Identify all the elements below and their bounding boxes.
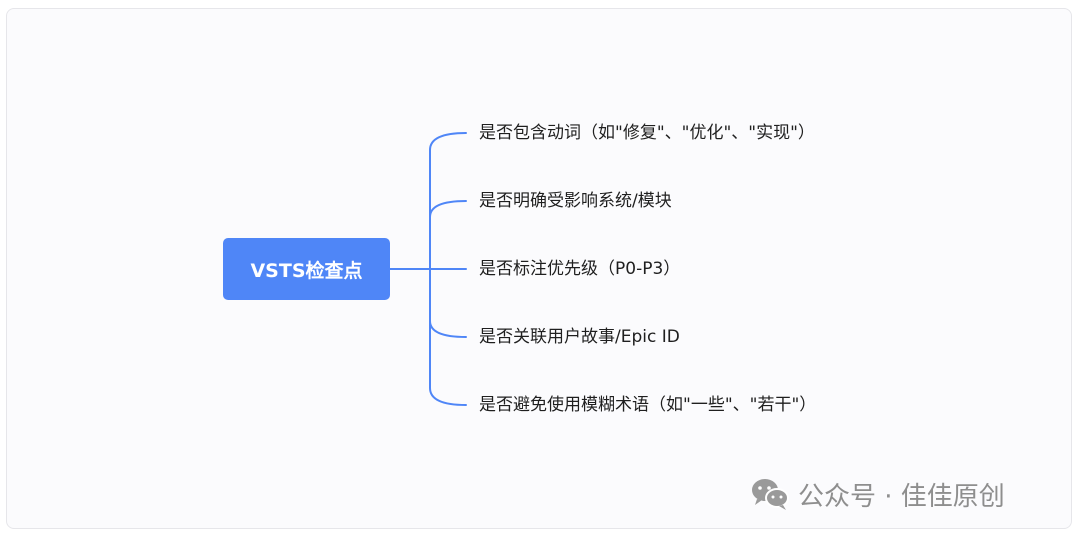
branch-connector-4 — [429, 320, 467, 338]
mindmap-canvas — [6, 8, 1072, 529]
wechat-icon — [752, 479, 789, 510]
watermark: 公众号 · 佳佳原创 — [750, 474, 1005, 514]
root-node: VSTS检查点 — [223, 238, 390, 300]
branch-label-verb: 是否包含动词（如"修复"、"优化"、"实现"） — [479, 123, 815, 143]
branch-label-system-module: 是否明确受影响系统/模块 — [479, 191, 672, 211]
branch-label-priority: 是否标注优先级（P0-P3） — [479, 259, 681, 279]
branch-connector-2 — [429, 200, 467, 218]
watermark-text: 公众号 · 佳佳原创 — [798, 481, 1005, 512]
branch-label-user-story: 是否关联用户故事/Epic ID — [479, 327, 680, 347]
branch-label-vague-terms: 是否避免使用模糊术语（如"一些"、"若干"） — [479, 395, 817, 415]
